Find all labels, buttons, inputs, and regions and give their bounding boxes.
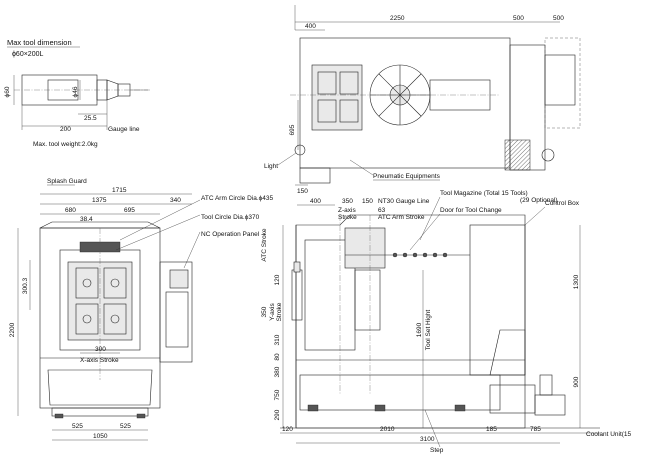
side-dim-185: 185 [486,426,497,433]
tool-weight: Max. tool weight:2.0kg [33,141,98,148]
light-label: Light [264,163,278,170]
side-dim-2010: 2010 [380,426,395,433]
y-axis-label: Y-axis [269,303,276,321]
side-dim-380: 380 [274,366,281,377]
dim-695: 695 [124,207,135,214]
top-dim-400: 400 [305,23,316,30]
top-dim-150: 150 [297,188,308,195]
optional-label: (29 Optional) [520,197,558,204]
side-dim-63: 63 [378,207,386,214]
dim-1050: 1050 [93,433,108,440]
splash-guard-label: Splash Guard [47,178,87,185]
side-dim-785: 785 [530,426,541,433]
dim-200: 200 [60,126,71,133]
dim-384: 38.4 [80,216,93,223]
door-label: Door for Tool Change [440,207,502,214]
z-axis-label: Z-axis [338,207,356,214]
side-body [295,214,526,429]
side-dim-350: 350 [342,198,353,205]
dim-300: 300 [95,346,106,353]
magazine-label: Tool Magazine (Total 15 Tools) [440,190,528,197]
dim-1715: 1715 [112,187,127,194]
tool-size: ϕ60×200L [12,51,43,58]
tool-circle-label: Tool Circle Dia.ϕ370 [201,214,260,221]
side-dim-1300: 1300 [573,274,580,289]
side-view: 400 350 150 NT30 Gauge Line Z-axis Strok… [261,190,632,454]
side-dim-400: 400 [310,198,321,205]
side-dim-120h: 120 [274,274,281,285]
dim-680: 680 [65,207,76,214]
tool-magazine-row [392,252,448,258]
top-dim-2250: 2250 [390,15,405,22]
nc-panel [159,261,193,363]
pneumatic-label: Pneumatic Equipments [373,173,441,180]
side-dim-120: 120 [282,426,293,433]
side-dim-750: 750 [274,389,281,400]
coolant-label: Coolant Unit(15 [586,431,632,438]
nt30-label: NT30 Gauge Line [378,198,430,205]
side-dim-310: 310 [274,334,281,345]
atc-stroke-label: ATC Stroke [261,228,268,261]
tool-dimension-view: Max tool dimension ϕ60×200L ϕ60 ϕ46 25.5… [4,38,150,148]
dim-1375: 1375 [92,197,107,204]
step-label: Step [430,447,444,454]
y-stroke-label: Stroke [276,302,283,321]
side-dim-1690: 1690 [416,322,423,337]
front-view: Splash Guard 1715 1375 340 680 695 38.4 [9,178,274,441]
atc-arm-stroke: ATC Arm Stroke [378,214,425,221]
dim-255: 25.5 [84,115,97,122]
top-view: 2250 500 500 400 695 Light 150 [264,5,581,195]
side-dim-3100: 3100 [420,436,435,443]
side-dim-80: 80 [274,353,281,361]
top-dim-500a: 500 [513,15,524,22]
side-dim-150: 150 [362,198,373,205]
side-dim-290: 290 [274,409,281,420]
tool-set-height: Tool Set Hight [425,310,432,351]
tool-title: Max tool dimension [7,38,72,47]
control-box-label: Control Box [545,200,580,207]
dim-525a: 525 [72,423,83,430]
x-axis-stroke: X-axis Stroke [80,357,119,364]
nc-panel-label: NC Operation Panel [201,231,260,238]
side-dim-900: 900 [573,376,580,387]
atc-circle-label: ATC Arm Circle Dia.ϕ435 [201,195,274,202]
dim-2200: 2200 [9,322,16,337]
top-dim-695: 695 [289,124,296,135]
dim-340: 340 [170,197,181,204]
dim-d60: ϕ60 [4,86,11,97]
dim-3003: 300.3 [22,277,29,294]
dim-525b: 525 [120,423,131,430]
gauge-line-label: Gauge line [108,126,140,133]
top-dim-500b: 500 [553,15,564,22]
dim-d46: ϕ46 [72,86,79,97]
side-dim-350h: 350 [261,306,268,317]
